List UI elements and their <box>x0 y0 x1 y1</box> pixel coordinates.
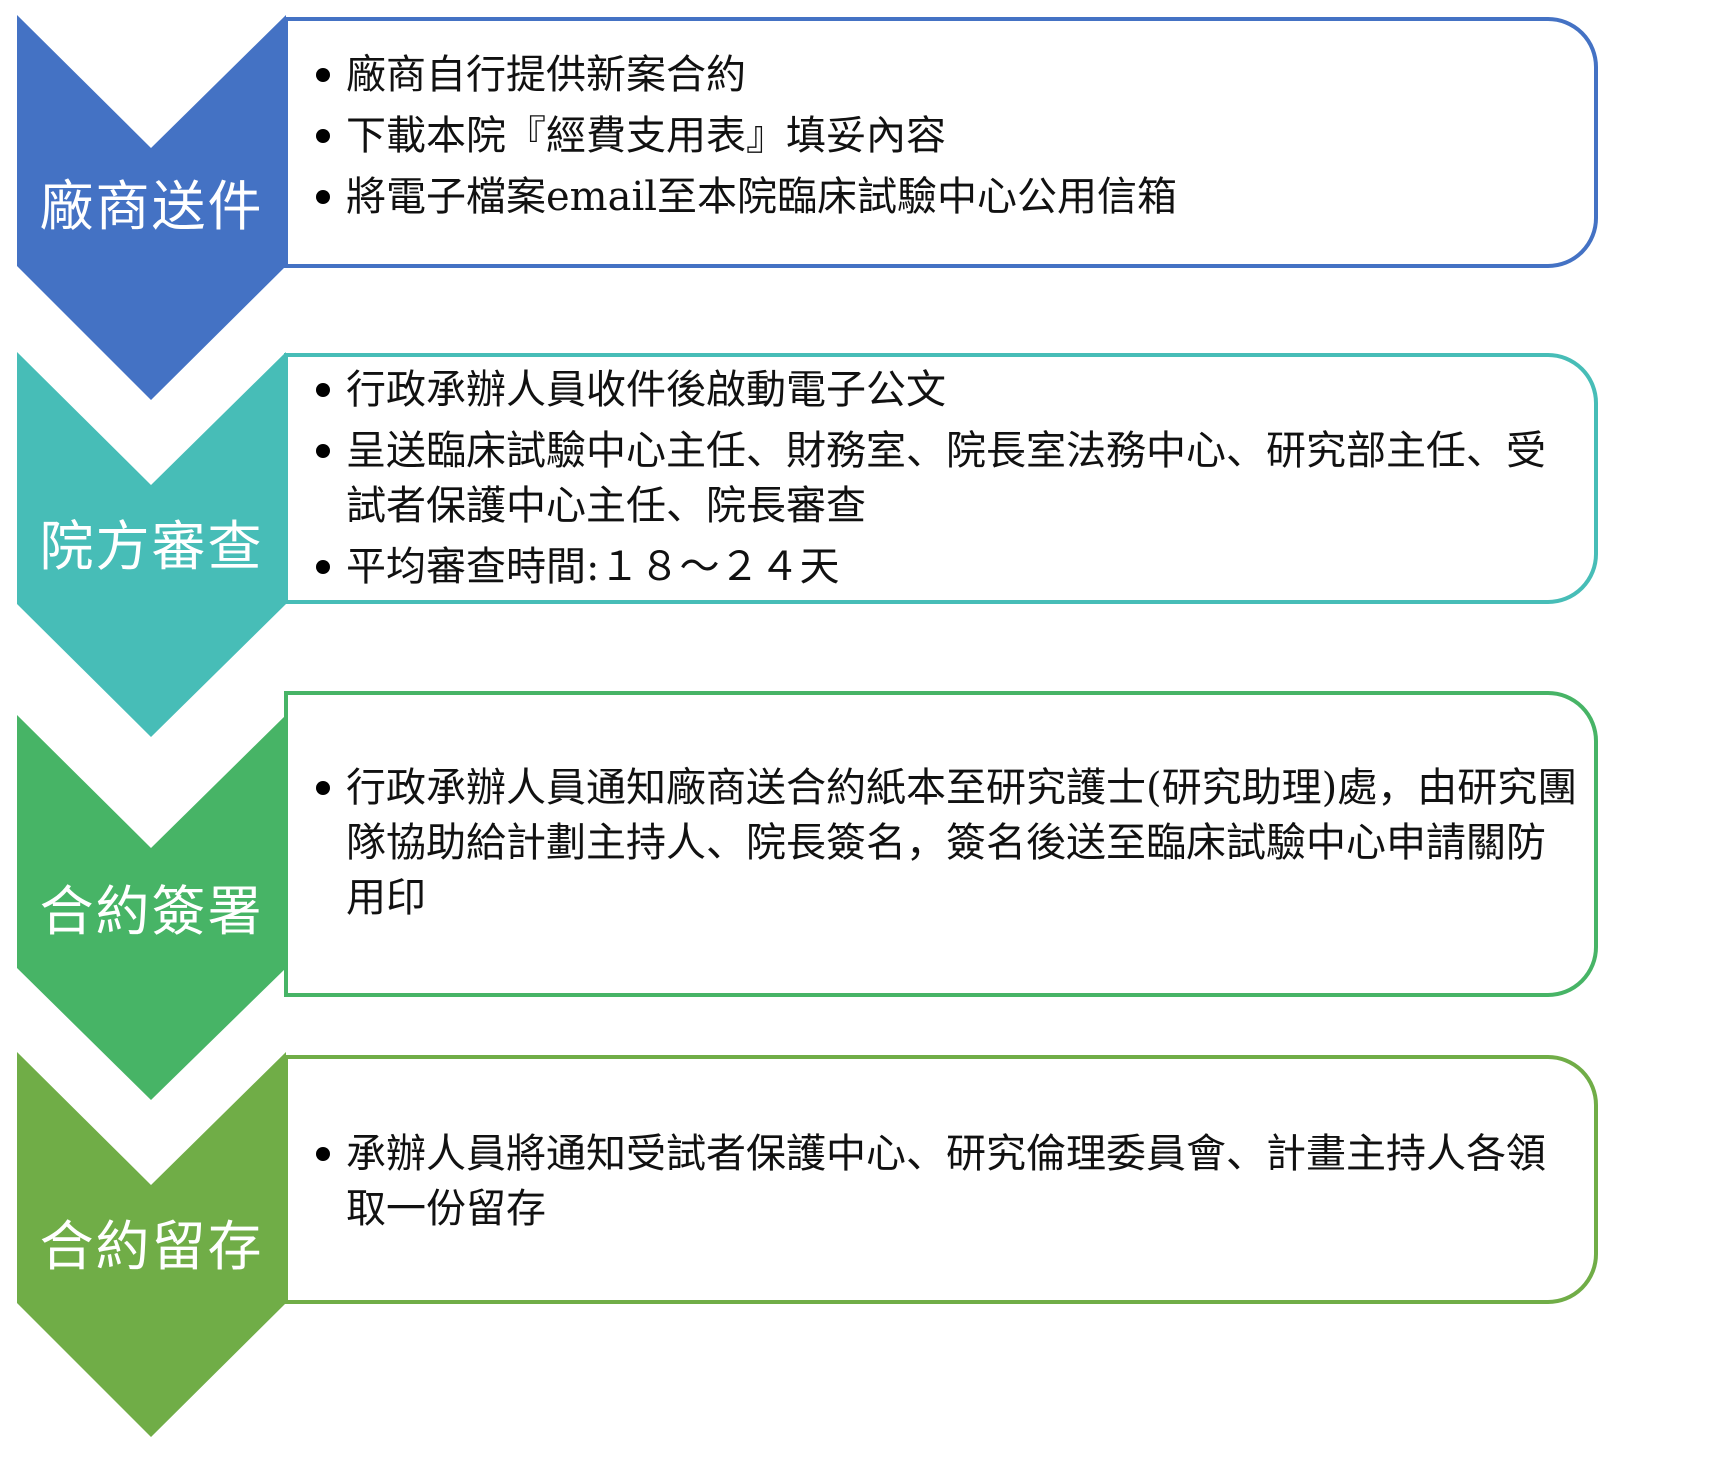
bullet-icon <box>316 190 330 204</box>
step-4-details-box: 承辦人員將通知受試者保護中心、研究倫理委員會、計畫主持人各領取一份留存 <box>284 1055 1598 1304</box>
step-4-bullet-list: 承辦人員將通知受試者保護中心、研究倫理委員會、計畫主持人各領取一份留存 <box>316 1127 1580 1237</box>
bullet-icon <box>316 383 330 397</box>
bullet-icon <box>316 1147 330 1161</box>
bullet-item: 行政承辦人員收件後啟動電子公文 <box>316 363 1580 418</box>
bullet-item: 下載本院『經費支用表』填妥內容 <box>316 109 1580 164</box>
bullet-text: 平均審查時間:１８～２４天 <box>346 544 840 590</box>
bullet-text: 承辦人員將通知受試者保護中心、研究倫理委員會、計畫主持人各領取一份留存 <box>346 1131 1546 1232</box>
bullet-text: 行政承辦人員收件後啟動電子公文 <box>346 367 946 413</box>
bullet-icon <box>316 560 330 574</box>
step-3-details-box: 行政承辦人員通知廠商送合約紙本至研究護士(研究助理)處，由研究團隊協助給計劃主持… <box>284 691 1598 997</box>
bullet-icon <box>316 129 330 143</box>
step-2-details-box: 行政承辦人員收件後啟動電子公文 呈送臨床試驗中心主任、財務室、院長室法務中心、研… <box>284 353 1598 604</box>
bullet-item: 將電子檔案email至本院臨床試驗中心公用信箱 <box>316 170 1580 225</box>
bullet-text: 廠商自行提供新案合約 <box>346 52 746 98</box>
bullet-text: 下載本院『經費支用表』填妥內容 <box>346 113 946 159</box>
step-3-label: 合約簽署 <box>39 880 264 943</box>
bullet-icon <box>316 781 330 795</box>
bullet-text: 行政承辦人員通知廠商送合約紙本至研究護士(研究助理)處，由研究團隊協助給計劃主持… <box>346 765 1578 921</box>
step-3-bullet-list: 行政承辦人員通知廠商送合約紙本至研究護士(研究助理)處，由研究團隊協助給計劃主持… <box>316 761 1580 926</box>
bullet-item: 廠商自行提供新案合約 <box>316 48 1580 103</box>
bullet-text: 將電子檔案email至本院臨床試驗中心公用信箱 <box>346 174 1178 220</box>
bullet-item: 行政承辦人員通知廠商送合約紙本至研究護士(研究助理)處，由研究團隊協助給計劃主持… <box>316 761 1580 926</box>
step-1-label: 廠商送件 <box>39 175 264 238</box>
step-1-details-box: 廠商自行提供新案合約 下載本院『經費支用表』填妥內容 將電子檔案email至本院… <box>284 17 1598 268</box>
step-2-label: 院方審查 <box>39 515 264 578</box>
bullet-icon <box>316 68 330 82</box>
chevron-step-3 <box>17 715 286 1100</box>
step-2-bullet-list: 行政承辦人員收件後啟動電子公文 呈送臨床試驗中心主任、財務室、院長室法務中心、研… <box>316 363 1580 595</box>
chevron-step-1 <box>17 15 286 400</box>
bullet-item: 呈送臨床試驗中心主任、財務室、院長室法務中心、研究部主任、受試者保護中心主任、院… <box>316 424 1580 534</box>
chevron-step-2 <box>17 352 286 737</box>
bullet-icon <box>316 444 330 458</box>
step-4-label: 合約留存 <box>39 1215 264 1278</box>
bullet-text: 呈送臨床試驗中心主任、財務室、院長室法務中心、研究部主任、受試者保護中心主任、院… <box>346 428 1546 529</box>
chevron-step-4 <box>17 1052 286 1437</box>
step-1-bullet-list: 廠商自行提供新案合約 下載本院『經費支用表』填妥內容 將電子檔案email至本院… <box>316 48 1580 225</box>
bullet-item: 平均審查時間:１８～２４天 <box>316 540 1580 595</box>
bullet-item: 承辦人員將通知受試者保護中心、研究倫理委員會、計畫主持人各領取一份留存 <box>316 1127 1580 1237</box>
